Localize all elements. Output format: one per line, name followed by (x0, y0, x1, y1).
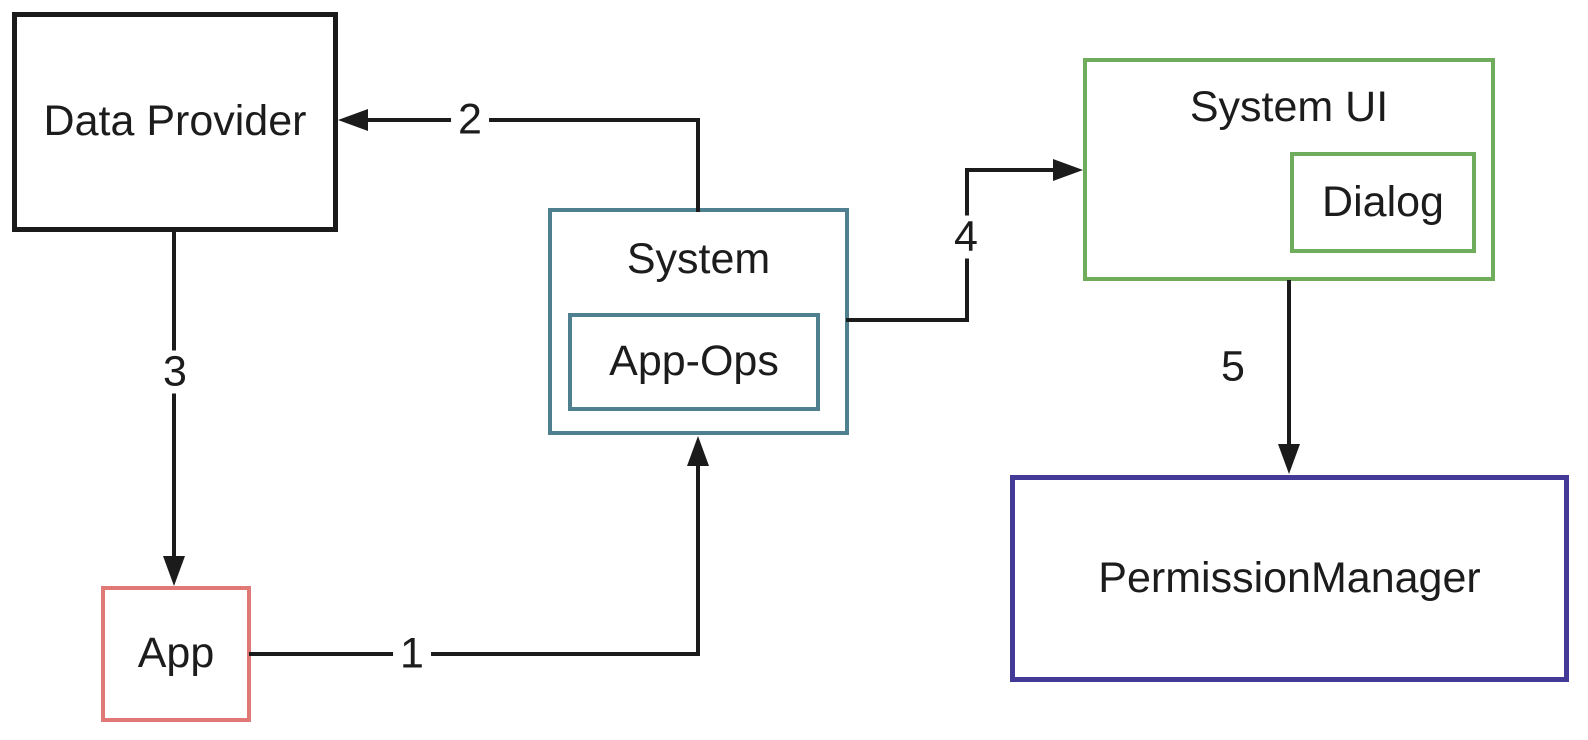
node-data-provider-label: Data Provider (43, 97, 307, 146)
node-dialog: Dialog (1290, 152, 1476, 253)
node-app-label: App (137, 629, 215, 678)
edge-3-segment-vertical (172, 229, 176, 559)
node-app: App (101, 586, 251, 722)
node-system-ui-label: System UI (1189, 83, 1389, 131)
edge-1-segment-horizontal (249, 652, 700, 656)
edge-1-segment-vertical (696, 464, 700, 656)
edge-1-arrowhead-up-icon (687, 436, 709, 466)
edge-2-segment-vertical (696, 118, 700, 212)
edge-4-segment-horizontal-upper (965, 168, 1057, 172)
node-app-ops: App-Ops (568, 313, 820, 411)
node-permission-manager-label: PermissionManager (1098, 553, 1481, 602)
edge-3-arrowhead-down-icon (163, 556, 185, 586)
edge-5-arrowhead-down-icon (1278, 444, 1300, 474)
edge-1-label: 1 (393, 632, 431, 676)
edge-4-arrowhead-right-icon (1053, 159, 1083, 181)
edge-4-segment-horizontal-lower (846, 318, 969, 322)
edge-4-label: 4 (947, 215, 985, 259)
edge-2-segment-horizontal (360, 118, 700, 122)
node-app-ops-label: App-Ops (609, 337, 779, 386)
node-permission-manager: PermissionManager (1010, 475, 1569, 682)
edge-5-label: 5 (1221, 342, 1245, 391)
edge-2-label: 2 (451, 98, 489, 142)
node-data-provider: Data Provider (12, 12, 338, 232)
edge-5-segment-vertical (1287, 280, 1291, 445)
node-dialog-label: Dialog (1322, 177, 1444, 226)
edge-3-label: 3 (156, 350, 194, 394)
node-system-label: System (626, 235, 771, 283)
edge-2-arrowhead-left-icon (338, 109, 368, 131)
